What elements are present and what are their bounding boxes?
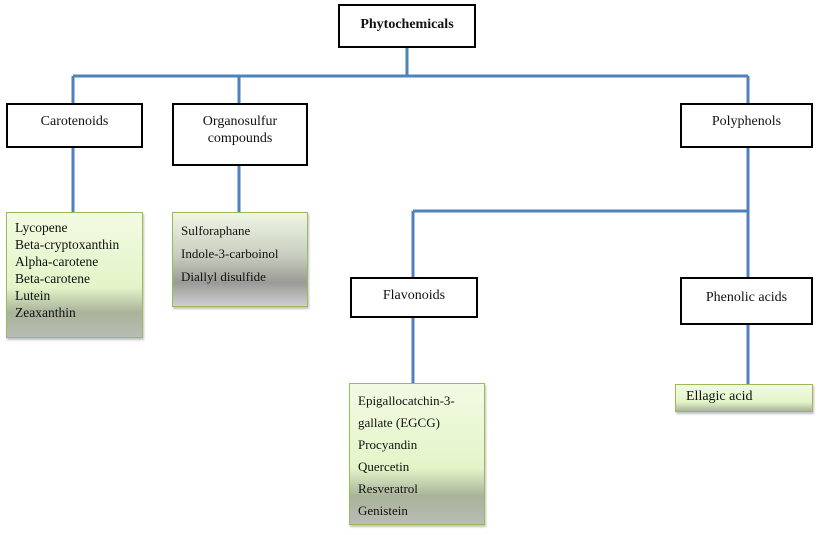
list-item: Ellagic acid [686,389,753,404]
list-item: Alpha-carotene [15,254,99,269]
node-label: Phytochemicals [360,17,454,32]
carotenoids-list: Lycopene Beta-cryptoxanthin Alpha-carote… [6,212,143,338]
node-label: Carotenoids [40,114,109,129]
list-item: Quercetin [358,459,410,474]
node-organosulfur-compounds: Organosulfur compounds [172,103,308,166]
list-item: Epigallocatchin-3- [358,393,455,408]
flavonoids-list: Epigallocatchin-3- gallate (EGCG) Procya… [349,383,485,525]
list-item: Beta-cryptoxanthin [15,237,120,252]
list-item: Beta-carotene [15,271,90,286]
node-phytochemicals: Phytochemicals [338,4,476,48]
list-item: Lutein [15,288,51,303]
list-item: Sulforaphane [181,223,251,238]
list-item: Genistein [358,503,408,518]
node-label: Polyphenols [711,114,782,129]
node-label: Phenolic acids [705,290,788,305]
list-item: Zeaxanthin [15,305,76,320]
list-item: Diallyl disulfide [181,269,266,284]
list-item: gallate (EGCG) [358,415,440,430]
organosulfur-list: Sulforaphane Indole-3-carboinol Diallyl … [172,212,308,307]
node-label: Flavonoids [382,288,446,303]
node-flavonoids: Flavonoids [350,277,478,318]
node-phenolic-acids: Phenolic acids [680,277,813,325]
node-label: Organosulfur [202,114,278,129]
phenolic-acids-list: Ellagic acid [675,384,813,412]
list-item: Indole-3-carboinol [181,246,279,261]
node-carotenoids: Carotenoids [6,103,143,148]
list-item: Resveratrol [358,481,418,496]
node-label: compounds [207,131,273,146]
node-polyphenols: Polyphenols [680,103,813,148]
list-item: Lycopene [15,220,68,235]
list-item: Procyandin [358,437,418,452]
